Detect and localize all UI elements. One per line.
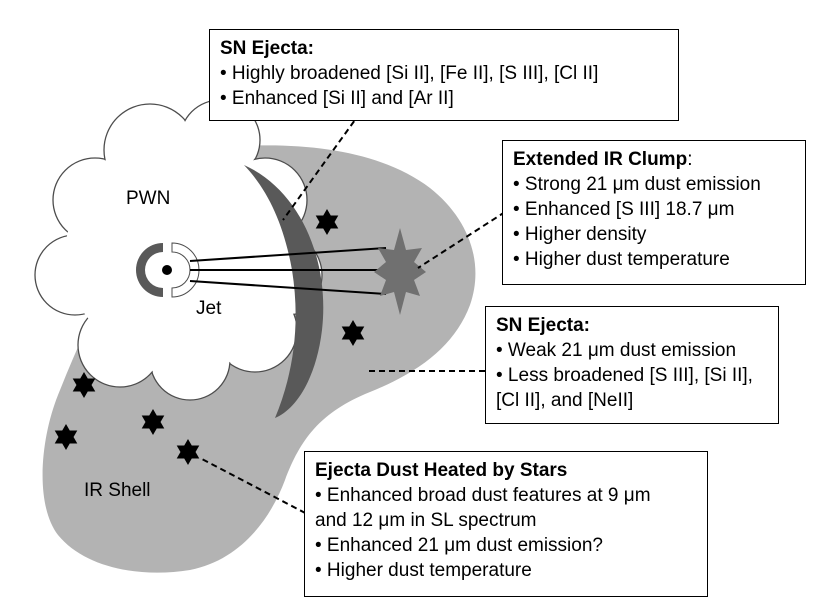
extended-ir-clump-item: • Higher density: [513, 224, 647, 245]
pulsar-symbol: [136, 242, 200, 298]
extended-ir-clump-item: • Strong 21 μm dust emission: [513, 174, 761, 195]
star-icon: [54, 430, 78, 450]
extended-ir-clump-item: • Enhanced [S III] 18.7 μm: [513, 199, 735, 220]
sn-ejecta-top-title: SN Ejecta:: [220, 38, 314, 59]
ejecta-dust-stars-item: • Enhanced broad dust features at 9 μm: [315, 485, 651, 506]
leader-extended-ir-clump: [417, 211, 506, 269]
star-icon: [341, 326, 365, 346]
ejecta-arc: [244, 165, 324, 418]
ir-shell-label: IR Shell: [84, 480, 151, 501]
sn-ejecta-top-box: SN Ejecta: • Highly broadened [Si II], […: [209, 29, 679, 121]
ejecta-dust-stars-item: • Enhanced 21 μm dust emission?: [315, 535, 603, 556]
leader-sn-ejecta-top: [282, 112, 361, 221]
ejecta-dust-stars-box: Ejecta Dust Heated by Stars • Enhanced b…: [304, 451, 708, 597]
extended-ir-clump-title: Extended IR Clump:: [513, 149, 693, 170]
jet-label: Jet: [196, 298, 222, 319]
star-icon: [141, 415, 165, 435]
ejecta-dust-stars-item: • Higher dust temperature: [315, 560, 532, 581]
stars-group: [54, 209, 365, 465]
sn-ejecta-right-title: SN Ejecta:: [496, 315, 590, 336]
sn-ejecta-top-item: • Enhanced [Si II] and [Ar II]: [220, 88, 454, 109]
sn-ejecta-right-item: • Less broadened [S III], [Si II],: [496, 365, 753, 386]
star-icon: [72, 378, 96, 398]
extended-ir-clump-item: • Higher dust temperature: [513, 249, 730, 270]
sn-ejecta-right-item: • Weak 21 μm dust emission: [496, 340, 737, 361]
sn-ejecta-right-item: [Cl II], and [NeII]: [496, 390, 634, 411]
pwn-cloud-fill: [36, 101, 321, 399]
sn-ejecta-right-box: SN Ejecta: • Weak 21 μm dust emission • …: [485, 306, 779, 424]
extended-ir-clump-shape: [374, 228, 426, 315]
pwn-label: PWN: [126, 188, 171, 209]
jet-lines: [189, 247, 387, 295]
extended-ir-clump-box: Extended IR Clump: • Strong 21 μm dust e…: [502, 140, 806, 285]
ejecta-dust-stars-item: and 12 μm in SL spectrum: [315, 510, 537, 531]
star-icon: [176, 445, 200, 465]
sn-ejecta-top-item: • Highly broadened [Si II], [Fe II], [S …: [220, 63, 599, 84]
ejecta-dust-stars-title: Ejecta Dust Heated by Stars: [315, 460, 568, 481]
star-icon: [315, 215, 339, 235]
